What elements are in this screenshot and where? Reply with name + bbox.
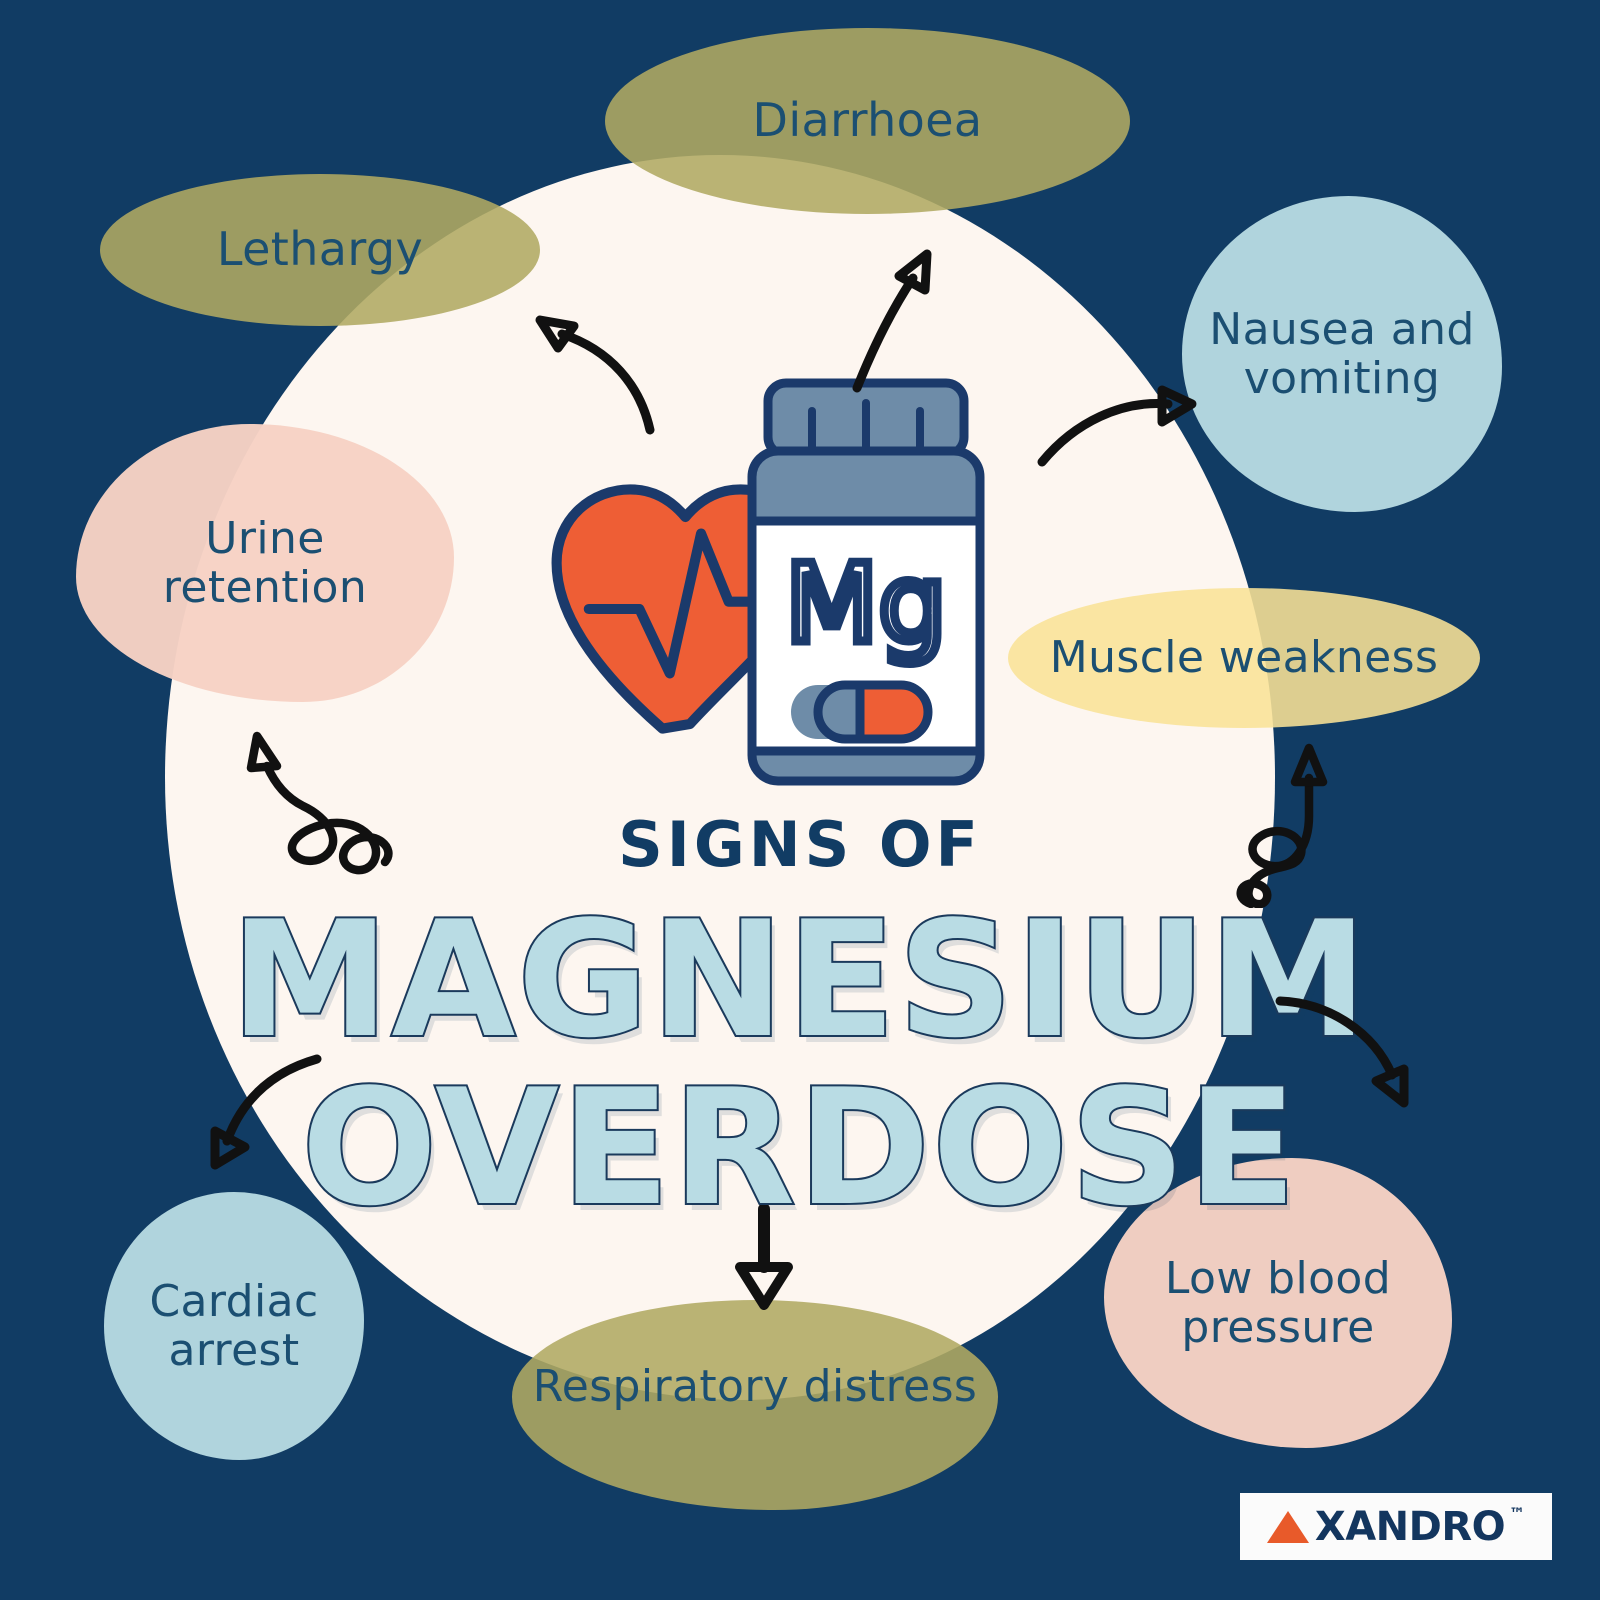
symptom-blob-cardiac-arrest: Cardiac arrest [104,1192,364,1460]
symptom-label-lethargy: Lethargy [216,222,424,277]
symptom-blob-nausea: Nausea and vomiting [1182,196,1502,512]
arrow-to-respiratory-distress-icon [735,1205,793,1310]
arrow-to-diarrhoea-icon [852,249,932,393]
supplement-bottle-icon: Mg [747,378,985,786]
arrow-to-urine-retention-icon [246,731,393,875]
arrow-to-nausea-icon [1037,385,1197,467]
trademark-symbol: ™ [1509,1504,1526,1523]
symptom-label-nausea-line2: vomiting [1243,353,1441,404]
triangle-mark-icon [1266,1510,1309,1543]
page-title-line-magnesium: MAGNESIUM [228,886,1370,1073]
symptom-blob-diarrhoea: Diarrhoea [605,28,1130,214]
symptom-label-lowbp-line1: Low blood [1164,1252,1392,1304]
symptom-label-cardiac-line2: arrest [168,1325,300,1376]
center-circle-background [165,155,1275,1400]
subtitle-signs-of: SIGNS OF [618,808,982,881]
symptom-blob-respiratory-distress: Respiratory distress [512,1300,998,1510]
symptom-label-respiratory: Respiratory distress [532,1361,978,1412]
capsule-icon [791,680,933,744]
symptom-label-nausea-line1: Nausea and [1209,303,1475,355]
arrow-to-muscle-weakness-icon [1236,743,1328,908]
symptom-blob-urine-retention: Urine retention [76,424,454,702]
symptom-label-cardiac-line1: Cardiac [149,1275,319,1327]
bottle-label-mg-text: Mg [785,542,947,667]
symptom-blob-muscle-weakness: Muscle weakness [1008,588,1480,728]
magnesium-bottle-heart-illustration: Mg [551,378,985,786]
arrow-to-cardiac-arrest-icon [210,1054,322,1170]
symptom-label-urine-line2: retention [162,562,368,613]
symptom-label-diarrhoea: Diarrhoea [752,93,983,148]
symptom-label-urine-line1: Urine [205,512,325,564]
symptom-blob-lethargy: Lethargy [100,174,540,326]
symptom-label-lowbp-line2: pressure [1181,1302,1375,1353]
symptom-blob-low-blood-pressure: Low blood pressure [1104,1158,1452,1448]
xandro-logo[interactable]: XANDRO ™ [1240,1493,1552,1560]
brand-name: XANDRO [1314,1503,1506,1550]
symptom-label-muscle: Muscle weakness [1049,632,1439,684]
arrow-to-low-blood-pressure-icon [1275,996,1409,1108]
page-title-line-overdose: OVERDOSE [299,1054,1299,1241]
arrow-to-lethargy-icon [535,315,655,435]
